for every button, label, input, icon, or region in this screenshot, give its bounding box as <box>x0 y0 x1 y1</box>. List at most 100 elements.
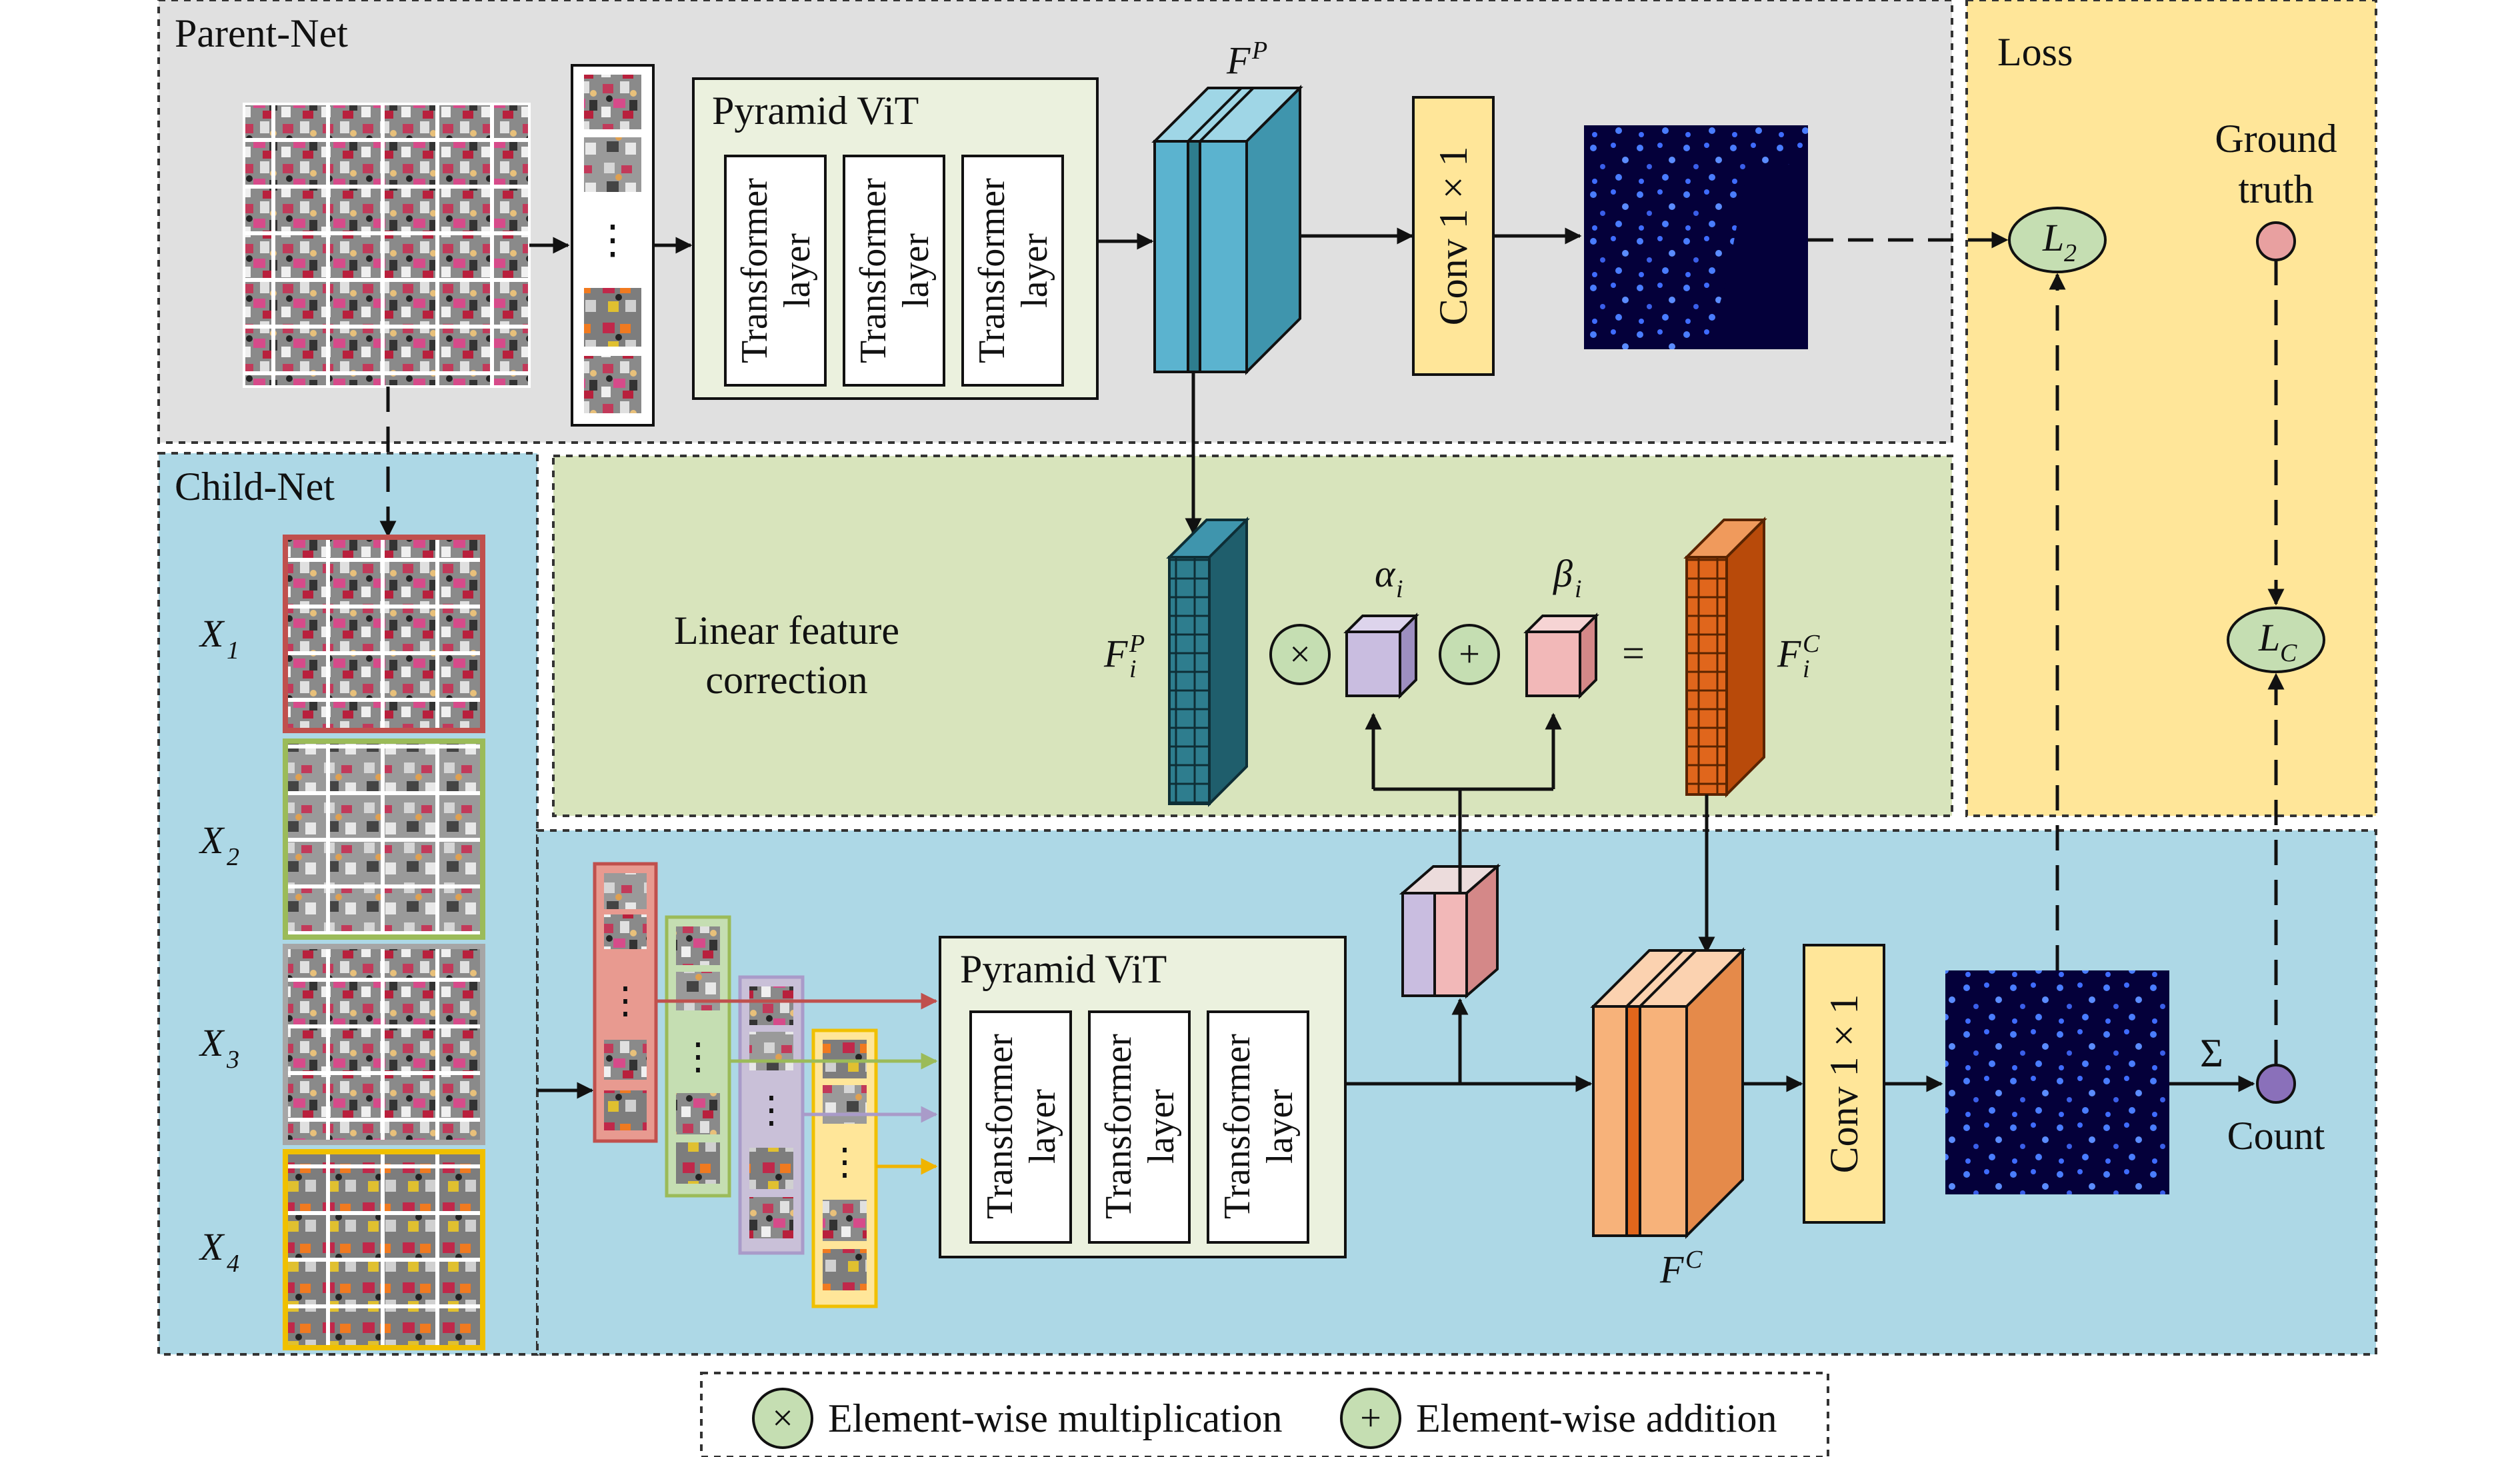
svg-text:X: X <box>199 1225 225 1268</box>
feature-map-fic <box>1683 517 1767 798</box>
patch-sequence-x1: ⋮ <box>593 862 658 1143</box>
pyramid-vit-top-label: Pyramid ViT <box>712 89 919 133</box>
transformer-top-3-word2: layer <box>1014 233 1055 308</box>
svg-text:×: × <box>772 1398 793 1439</box>
svg-text:β: β <box>1553 552 1573 595</box>
patch-sequence-top: ⋮ <box>571 64 655 427</box>
alpha-label: α i <box>1375 552 1403 603</box>
conv-bottom: Conv 1 × 1 <box>1803 944 1885 1224</box>
svg-text:⋮: ⋮ <box>607 980 644 1022</box>
feature-map-fc <box>1590 947 1746 1239</box>
conv-top: Conv 1 × 1 <box>1412 96 1495 376</box>
equals-sign: = <box>1622 631 1645 675</box>
svg-text:4: 4 <box>227 1250 239 1278</box>
svg-text:C: C <box>1685 1246 1703 1274</box>
fip-label: F P i <box>1103 630 1145 683</box>
pyramid-vit-bottom: Pyramid ViT Transformer layer Transforme… <box>939 936 1347 1258</box>
svg-text:P: P <box>1251 37 1267 65</box>
svg-text:C: C <box>2280 639 2297 667</box>
child-net-title: Child-Net <box>175 465 335 509</box>
svg-text:X: X <box>199 1021 225 1064</box>
svg-text:⋮: ⋮ <box>753 1090 790 1131</box>
svg-text:Transformer: Transformer <box>979 1034 1021 1219</box>
svg-text:X: X <box>199 818 225 862</box>
x4-input-image <box>283 1149 485 1350</box>
svg-text:3: 3 <box>226 1046 239 1074</box>
x1-input-image <box>283 535 485 733</box>
patch-sequence-x4: ⋮ <box>811 1028 878 1308</box>
legend-add-label: Element-wise addition <box>1416 1396 1777 1440</box>
svg-text:α: α <box>1375 552 1396 595</box>
transformer-layer-top-3 <box>961 155 1064 387</box>
ground-truth-node: Ground truth <box>2215 117 2337 261</box>
svg-text:layer: layer <box>1259 1089 1301 1164</box>
svg-text:Conv 1 × 1: Conv 1 × 1 <box>1822 994 1866 1174</box>
transformer-top-2-word2: layer <box>895 233 937 308</box>
transformer-layer-bottom-1 <box>969 1010 1072 1244</box>
transformer-layer-bottom-2 <box>1088 1010 1191 1244</box>
x3-input-image <box>283 944 485 1145</box>
count-node: Count <box>2227 1064 2325 1158</box>
pyramid-vit-top: Pyramid ViT Transformer layer Transforme… <box>692 77 1099 400</box>
density-map-bottom <box>1945 970 2169 1194</box>
svg-text:Transformer: Transformer <box>1098 1034 1139 1219</box>
svg-text:i: i <box>1396 575 1403 603</box>
svg-text:1: 1 <box>227 637 239 665</box>
svg-text:truth: truth <box>2238 167 2313 211</box>
svg-text:i: i <box>1575 575 1582 603</box>
beta-cube <box>1523 613 1599 699</box>
svg-text:+: + <box>1360 1398 1381 1439</box>
patch-sequence-x2: ⋮ <box>665 915 731 1198</box>
svg-text:⋮: ⋮ <box>826 1142 863 1183</box>
input-crowd-image <box>243 103 531 388</box>
svg-text:×: × <box>1289 634 1311 675</box>
svg-text:C: C <box>1803 630 1820 658</box>
fc-label: F C <box>1659 1246 1703 1291</box>
svg-text:P: P <box>1129 630 1145 658</box>
svg-text:Ground: Ground <box>2215 117 2337 161</box>
transformer-top-1-word2: layer <box>777 233 818 308</box>
svg-text:layer: layer <box>1022 1089 1063 1164</box>
transformer-top-3-word1: Transformer <box>971 178 1013 363</box>
feature-map-fp <box>1151 85 1303 375</box>
legend: × Element-wise multiplication + Element-… <box>700 1372 1829 1457</box>
svg-text:L: L <box>2258 616 2280 659</box>
alpha-beta-generator <box>1399 863 1501 999</box>
svg-text:L: L <box>2042 216 2064 259</box>
parent-net-title: Parent-Net <box>175 11 348 55</box>
transformer-layer-top-1 <box>724 155 827 387</box>
alpha-cube <box>1343 613 1419 699</box>
patch-sequence-x3: ⋮ <box>738 975 805 1255</box>
svg-text:F: F <box>1226 39 1251 82</box>
svg-text:⋮: ⋮ <box>679 1036 717 1078</box>
svg-text:X: X <box>199 612 225 655</box>
pyramid-vit-bottom-label: Pyramid ViT <box>960 947 1167 991</box>
svg-text:2: 2 <box>227 843 239 871</box>
svg-text:Conv 1 × 1: Conv 1 × 1 <box>1431 147 1475 326</box>
svg-text:F: F <box>1777 632 1801 675</box>
feature-map-fip <box>1166 517 1250 807</box>
svg-text:F: F <box>1659 1248 1684 1291</box>
svg-text:Count: Count <box>2227 1114 2325 1158</box>
svg-text:+: + <box>1459 634 1480 675</box>
x2-input-image <box>283 738 485 940</box>
svg-text:i: i <box>1803 655 1810 683</box>
fic-label: F C i <box>1777 630 1820 683</box>
multiply-operator-icon: × <box>1269 624 1331 685</box>
svg-text:Transformer: Transformer <box>1217 1034 1258 1219</box>
svg-text:layer: layer <box>1141 1089 1182 1164</box>
l2-loss-node: L 2 <box>2008 207 2107 273</box>
sum-symbol: Σ <box>2200 1031 2223 1075</box>
svg-text:2: 2 <box>2064 239 2077 267</box>
fp-label: F P <box>1226 37 1267 82</box>
lc-loss-node: L C <box>2227 607 2325 673</box>
patch-ellipsis-top: ⋮ <box>593 218 633 262</box>
transformer-layer-top-2 <box>843 155 945 387</box>
lfc-title-line2: correction <box>705 658 867 702</box>
legend-multiply-label: Element-wise multiplication <box>828 1396 1283 1440</box>
transformer-top-1-word1: Transformer <box>734 178 775 363</box>
